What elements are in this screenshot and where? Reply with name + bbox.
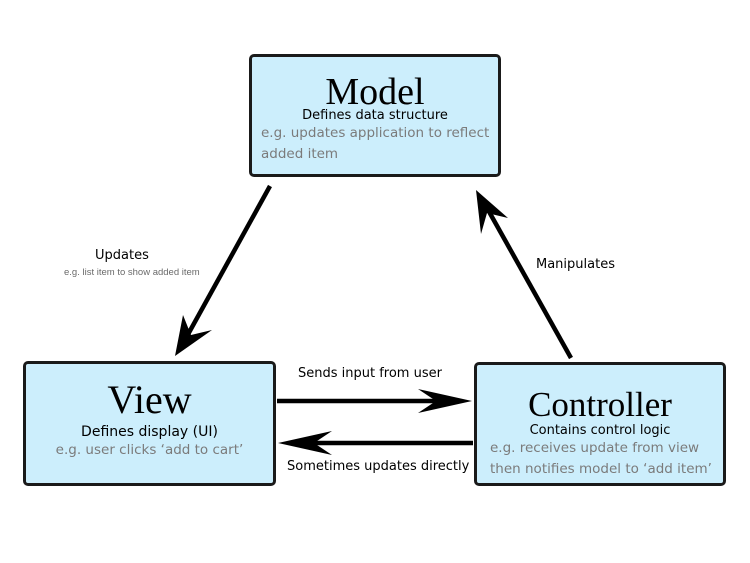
controller-subtitle: Contains control logic <box>529 423 671 438</box>
model-title: Model <box>325 71 425 113</box>
model-example: e.g. updates application to reflect adde… <box>261 125 490 162</box>
updates-arrow <box>175 184 272 356</box>
manipulates-arrow <box>476 190 573 360</box>
updates-label: Updates <box>95 248 149 263</box>
manipulates-label: Manipulates <box>536 257 615 272</box>
sends-input-arrow <box>277 389 472 413</box>
controller-box: Controller Contains control logic e.g. r… <box>474 362 726 486</box>
model-box: Model Defines data structure e.g. update… <box>249 54 501 177</box>
model-subtitle: Defines data structure <box>302 108 448 123</box>
view-subtitle: Defines display (UI) <box>81 424 218 440</box>
controller-example: e.g. receives update from view then noti… <box>490 440 712 477</box>
sometimes-updates-arrow <box>278 431 473 455</box>
updates-example-label: e.g. list item to show added item <box>64 267 200 278</box>
sends-input-label: Sends input from user <box>298 366 442 381</box>
view-title: View <box>107 377 192 422</box>
view-box: View Defines display (UI) e.g. user clic… <box>23 361 276 486</box>
view-example: e.g. user clicks ‘add to cart’ <box>55 442 244 458</box>
sometimes-updates-label: Sometimes updates directly <box>287 459 470 474</box>
controller-title: Controller <box>528 385 672 424</box>
